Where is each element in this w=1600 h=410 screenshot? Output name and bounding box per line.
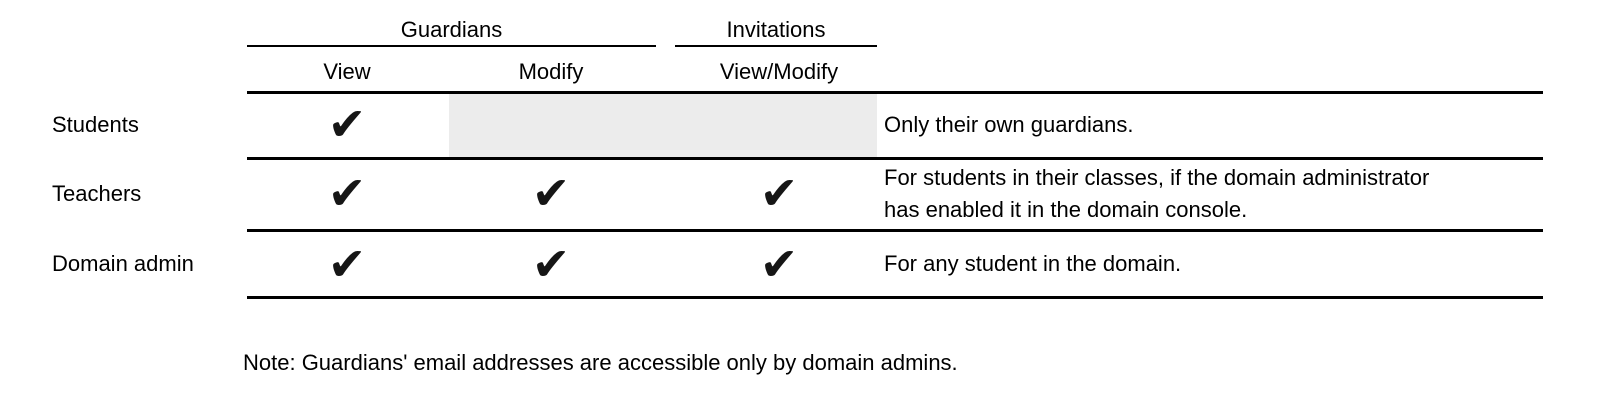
row-note-domain-admin: For any student in the domain. [884, 251, 1182, 276]
check-domain-admin-guardians-view-icon: ✔ [327, 237, 367, 291]
rule-under-teachers [247, 229, 1543, 232]
check-domain-admin-invitations-view-modify-icon: ✔ [759, 237, 799, 291]
check-domain-admin-guardians-modify-icon: ✔ [531, 237, 571, 291]
row-label-teachers: Teachers [52, 181, 142, 206]
footnote: Note: Guardians' email addresses are acc… [243, 350, 958, 375]
check-teachers-guardians-modify-icon: ✔ [531, 166, 571, 220]
row-note-teachers-line-2: has enabled it in the domain console. [884, 197, 1248, 222]
row-note-students: Only their own guardians. [884, 112, 1134, 137]
group-header-invitations: Invitations [726, 17, 826, 42]
check-teachers-invitations-view-modify-icon: ✔ [759, 166, 799, 220]
rule-under-domain-admin [247, 296, 1543, 299]
col-header-guardians-view: View [323, 59, 371, 84]
group-underline-guardians [247, 45, 656, 47]
row-note-teachers-line-1: For students in their classes, if the do… [884, 165, 1430, 190]
col-header-guardians-modify: Modify [518, 59, 584, 84]
check-teachers-guardians-view-icon: ✔ [327, 166, 367, 220]
check-students-guardians-view-icon: ✔ [327, 97, 367, 151]
col-header-invitations-view-modify: View/Modify [719, 59, 839, 84]
group-header-guardians: Guardians [400, 17, 503, 42]
rule-under-students [247, 157, 1543, 160]
row-label-domain-admin: Domain admin [52, 251, 194, 276]
shaded-na-cells-students [449, 94, 877, 157]
rule-header-bottom [247, 91, 1543, 94]
row-label-students: Students [52, 112, 139, 137]
group-underline-invitations [675, 45, 877, 47]
row-note-teachers: For students in their classes, if the do… [884, 162, 1429, 226]
